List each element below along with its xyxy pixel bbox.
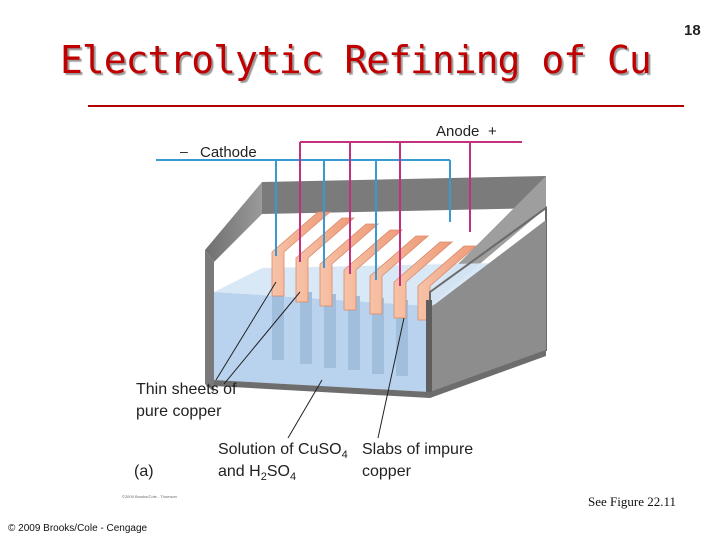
figure-reference: See Figure 22.11 [588, 494, 676, 509]
slide-title: Electrolytic Refining of Cu [60, 38, 652, 82]
solution-subscript: 4 [342, 449, 348, 461]
thin-sheets-label-line2: pure copper [136, 403, 222, 420]
copper-slab [417, 245, 478, 321]
submerged-slabs [272, 290, 408, 376]
solution-text: and H [218, 463, 261, 480]
tank-bottom-edge [214, 350, 546, 398]
solution-text: Solution of CuSO [218, 441, 342, 458]
solution-subscript: 4 [290, 471, 296, 483]
solution-subscript: 2 [261, 471, 267, 483]
figure-credit: ©2009 Brooks/Cole - Thomson [122, 494, 177, 499]
copper-slab [393, 241, 454, 319]
slabs-label-line2: copper [362, 463, 412, 480]
cathode-sign: – [180, 143, 188, 159]
anode-wires [299, 141, 522, 286]
panel-label: (a) [134, 463, 154, 480]
solution-label-line2: and H2SO4 [218, 463, 296, 483]
copper-slab [343, 229, 404, 311]
tank-front-edge [426, 300, 432, 394]
solution-label-line1: Solution of CuSO4 [218, 441, 348, 461]
cathode-label: Cathode [200, 144, 257, 161]
title-underline [88, 105, 684, 107]
slide-number: 18 [684, 22, 701, 39]
copyright-notice: © 2009 Brooks/Cole - Cengage [8, 523, 148, 534]
tank-left-wall [205, 182, 262, 262]
tank-back-wall [262, 176, 546, 214]
anode-sign: + [488, 123, 497, 140]
slabs-label-line1: Slabs of impure [362, 441, 473, 458]
anode-label: Anode [436, 123, 479, 140]
tank-right-wall [430, 220, 546, 392]
pointer-lines [215, 281, 405, 439]
solution-text: SO [267, 463, 290, 480]
thin-sheets-label-line1: Thin sheets of [136, 381, 237, 398]
tank-left-outer [205, 250, 214, 392]
